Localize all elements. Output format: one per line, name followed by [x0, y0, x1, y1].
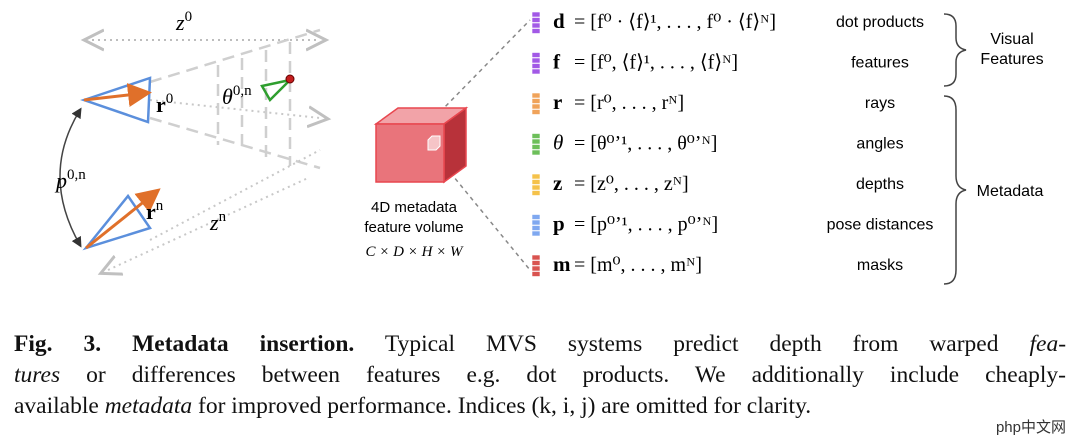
metadata-row: f = [f⁰, ⟨f⟩¹, . . . , ⟨f⟩ᴺ] features	[531, 50, 909, 75]
caption-metadata: metadata	[104, 393, 193, 419]
pose-distance-arrow	[59, 107, 82, 248]
ray-r0-arrow	[83, 83, 152, 107]
ray-rn-arrow	[85, 188, 161, 250]
row-equation: = [f⁰, ⟨f⟩¹, . . . , ⟨f⟩ᴺ]	[574, 52, 738, 74]
caption-text-2: or differences between features e.g. dot…	[86, 362, 1067, 388]
cube-front-face	[375, 123, 445, 183]
metadata-row: r = [r⁰, . . . , rᴺ] rays	[531, 90, 895, 115]
inner-cube-icon	[427, 135, 441, 151]
volume-dims: C × D × H × W	[365, 244, 464, 260]
r0-label: r0	[156, 91, 173, 117]
row-symbol: m	[553, 252, 571, 276]
row-symbol: r	[553, 90, 562, 114]
caption-text-3a: available	[14, 393, 99, 419]
row-description: masks	[857, 257, 903, 274]
row-equation: = [f⁰ · ⟨f⟩¹, . . . , f⁰ · ⟨f⟩ᴺ]	[574, 11, 776, 33]
row-symbol: θ	[553, 131, 563, 155]
rn-label: rn	[146, 198, 164, 224]
row-symbol: f	[553, 50, 561, 74]
angle-triangle-icon	[260, 77, 294, 103]
row-symbol: p	[553, 212, 565, 236]
row-description: angles	[856, 136, 903, 153]
visual-features-label-2: Features	[980, 51, 1043, 68]
caption-fig-label: Fig. 3.	[14, 331, 102, 357]
camera-geometry: z0 r0 θ0,n p0,n rn zn	[54, 9, 320, 270]
row-equation: = [z⁰, . . . , zᴺ]	[574, 173, 689, 195]
connector-top	[439, 19, 531, 113]
metadata-volume: 4D metadata feature volume C × D × H × W	[364, 19, 531, 271]
frustum-ray-lower	[149, 116, 321, 170]
metadata-row: p = [p⁰ʼ¹, . . . , p⁰ʼᴺ] pose distances	[531, 212, 934, 237]
dotted-ray-0a	[149, 99, 320, 118]
metadata-row: m= [m⁰, . . . , mᴺ] masks	[531, 252, 903, 277]
row-symbol: z	[553, 171, 562, 195]
zn-label: zn	[209, 209, 227, 235]
caption-text-1: Typical MVS systems predict depth from w…	[384, 331, 999, 357]
row-equation: = [r⁰, . . . , rᴺ]	[574, 92, 684, 114]
feature-stack-icon	[531, 254, 541, 277]
visual-features-label-1: Visual	[990, 31, 1033, 48]
frustum-ray-upper	[149, 28, 321, 84]
watermark: php中文网	[991, 415, 1070, 438]
p-label: p0,n	[54, 167, 86, 193]
row-description: pose distances	[827, 217, 934, 234]
feature-stack-icon	[531, 92, 541, 115]
caption-title: Metadata insertion.	[132, 331, 355, 357]
visual-features-brace	[943, 13, 967, 87]
metadata-row: z = [z⁰, . . . , zᴺ] depths	[531, 171, 904, 196]
point-marker-icon	[285, 74, 295, 84]
row-description: features	[851, 55, 909, 72]
row-description: depths	[856, 176, 904, 193]
caption-line-2: tures or differences between features e.…	[14, 360, 1066, 391]
feature-stack-icon	[531, 133, 541, 156]
row-symbol: d	[553, 9, 565, 33]
volume-label-line2: feature volume	[364, 219, 463, 236]
caption-line-1: Fig. 3. Metadata insertion. Typical MVS …	[14, 329, 1066, 360]
caption-text-3b: for improved performance. Indices (k, i,…	[198, 393, 812, 419]
figure-diagram: z0 r0 θ0,n p0,n rn zn 4D metadata featur…	[54, 9, 1044, 285]
feature-stack-icon	[531, 173, 541, 196]
feature-stack-icon	[531, 52, 541, 75]
figure-caption: Fig. 3. Metadata insertion. Typical MVS …	[14, 329, 1066, 422]
caption-tures: tures	[14, 362, 61, 388]
metadata-brace	[943, 95, 967, 285]
row-description: rays	[865, 95, 895, 112]
zn-dotted-line	[108, 177, 309, 270]
metadata-group-label: Metadata	[977, 183, 1044, 200]
dotted-ray-n	[149, 149, 321, 241]
feature-stack-icon	[531, 214, 541, 237]
metadata-row: θ = [θ⁰ʼ¹, . . . , θ⁰ʼᴺ] angles	[531, 131, 904, 156]
caption-line-3: available metadata for improved performa…	[14, 391, 1066, 422]
row-equation: = [θ⁰ʼ¹, . . . , θ⁰ʼᴺ]	[574, 133, 717, 155]
theta-label: θ0,n	[222, 83, 252, 109]
z0-label: z0	[175, 9, 192, 35]
volume-label-line1: 4D metadata	[371, 199, 458, 216]
row-description: dot products	[836, 14, 924, 31]
row-equation: = [m⁰, . . . , mᴺ]	[574, 254, 702, 276]
feature-stack-icon	[531, 11, 541, 34]
row-equation: = [p⁰ʼ¹, . . . , p⁰ʼᴺ]	[574, 214, 718, 236]
caption-fea: fea-	[1029, 331, 1067, 357]
metadata-list: d = [f⁰ · ⟨f⟩¹, . . . , f⁰ · ⟨f⟩ᴺ] dot pro…	[531, 9, 934, 277]
metadata-row: d = [f⁰ · ⟨f⟩¹, . . . , f⁰ · ⟨f⟩ᴺ] dot pro…	[531, 9, 924, 34]
